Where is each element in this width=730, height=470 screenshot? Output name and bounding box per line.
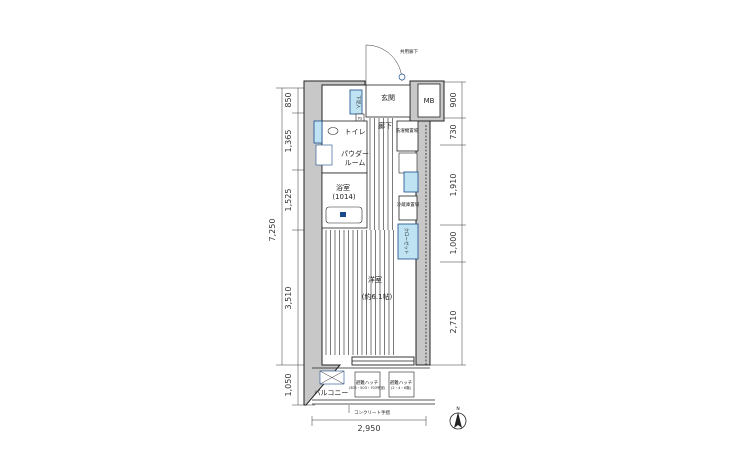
closet-label: クローゼット xyxy=(403,228,410,255)
hatch-1-title: 避難ハッチ xyxy=(356,379,379,386)
fridge-label: 冷蔵庫置場 xyxy=(397,201,420,208)
western-room-label: 洋室 xyxy=(368,275,382,284)
north-label: N xyxy=(456,406,459,412)
floor-boards xyxy=(325,118,394,355)
dim-right-3: 1,910 xyxy=(449,174,458,197)
dim-right-4: 1,000 xyxy=(449,232,458,255)
dim-left-4: 3,510 xyxy=(284,287,293,310)
right-storage: 洗濯機置場 冷蔵庫置場 クローゼット xyxy=(396,120,420,260)
ps-label: PS xyxy=(358,117,363,121)
dim-left-1: 850 xyxy=(284,92,293,107)
dim-left-3: 1,525 xyxy=(284,189,293,212)
bathroom-label: 浴室 xyxy=(336,183,350,192)
toilet-label: トイレ xyxy=(345,128,366,136)
hatch-2-title: 避難ハッチ xyxy=(390,379,413,386)
dim-left-total: 7,250 xyxy=(268,219,277,242)
hatch-2-note: (2・4・6階) xyxy=(391,385,412,390)
balcony-label: バルコニー xyxy=(314,389,349,397)
hallway-label: 廊下 xyxy=(378,121,392,130)
wet-area: トイレ パウダー ルーム 浴室 (1014) xyxy=(313,120,369,229)
bottom-dimension: 2,950 xyxy=(311,416,427,433)
powder-room-label-2: ルーム xyxy=(345,159,366,167)
mb-label: MB xyxy=(424,97,435,105)
corridor-label: 共用廊下 xyxy=(400,48,418,55)
dim-right-1: 900 xyxy=(449,92,458,107)
balcony: 避難ハッチ (303・503・703号室) 避難ハッチ (2・4・6階) バルコ… xyxy=(312,367,435,416)
dim-bottom: 2,950 xyxy=(358,424,381,433)
left-dimensions: 850 1,365 1,525 3,510 1,050 7,250 xyxy=(268,87,315,406)
dim-right-2: 730 xyxy=(449,124,458,139)
washer-label: 洗濯機置場 xyxy=(396,127,419,134)
entrance-label: 玄関 xyxy=(381,93,395,102)
shoe-storage-label: 下足入 xyxy=(355,95,361,109)
entrance: 共用廊下 玄関 下足入 PS xyxy=(349,44,418,122)
north-arrow-icon: N xyxy=(449,406,467,430)
western-room-size: (約6.1帖) xyxy=(362,292,393,301)
hatch-1-note: (303・503・703号室) xyxy=(349,385,386,390)
dim-left-5: 1,050 xyxy=(284,374,293,397)
dim-left-2: 1,365 xyxy=(284,130,293,153)
dim-right-5: 2,710 xyxy=(449,311,458,334)
railing-label: コンクリート手摺 xyxy=(354,409,390,416)
powder-room-label-1: パウダー xyxy=(341,149,369,158)
bathroom-size: (1014) xyxy=(332,193,356,201)
right-dimensions: 900 730 1,910 1,000 2,710 xyxy=(430,81,466,366)
